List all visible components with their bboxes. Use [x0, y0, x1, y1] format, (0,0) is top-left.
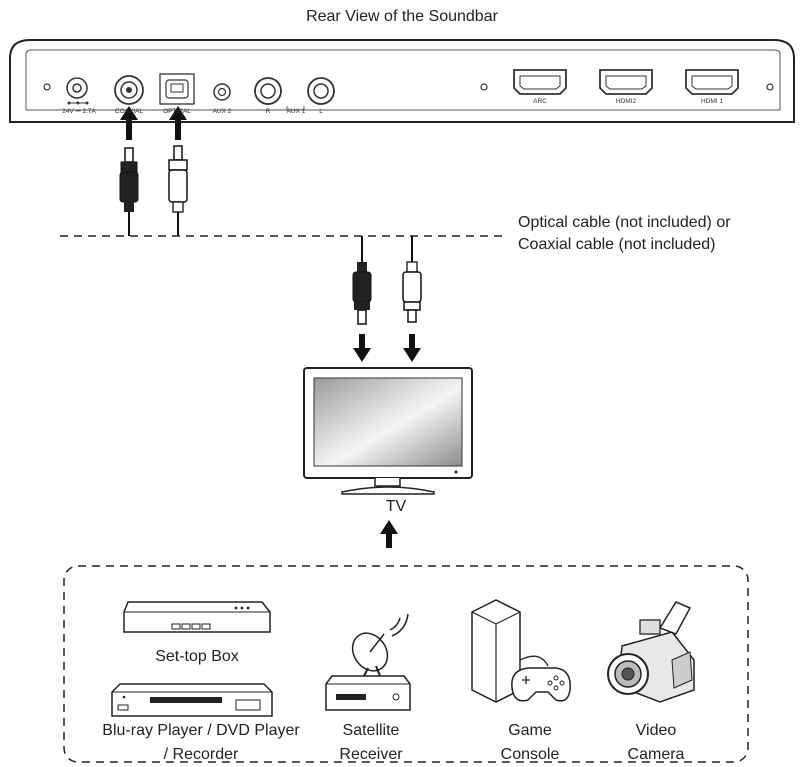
bluray-label-line2: / Recorder	[163, 746, 239, 763]
aux1-left-label: L	[319, 108, 323, 115]
power-port-label: 24V ⎓ 2.7A	[62, 108, 96, 115]
game-console-label: Game Console	[490, 719, 570, 767]
optical-port-label: OPTICAL	[163, 108, 191, 115]
optical-plug-icon	[402, 261, 422, 323]
satellite-label-line2: Receiver	[339, 746, 403, 763]
tv-icon	[303, 367, 473, 495]
game-console-icon	[471, 599, 571, 703]
source-devices-box	[63, 565, 749, 763]
aux1-right-port-icon[interactable]	[254, 77, 282, 105]
hdmi2-port-icon[interactable]	[599, 69, 653, 95]
arrow-up-icon	[380, 520, 398, 548]
bluray-player-icon	[111, 683, 273, 717]
power-jack-icon	[66, 77, 89, 105]
cable-label-line1: Optical cable (not included) or	[518, 214, 731, 231]
aux1-right-label: R	[265, 108, 271, 115]
diagram-title: Rear View of the Soundbar	[306, 8, 498, 25]
screw-icon	[480, 83, 488, 91]
satellite-receiver-label: Satellite Receiver	[326, 719, 416, 767]
bluray-label: Blu-ray Player / DVD Player / Recorder	[70, 719, 332, 767]
hdmi-arc-label: ARC	[533, 98, 547, 105]
hdmi-arc-port-icon[interactable]	[513, 69, 567, 95]
coaxial-plug-icon	[119, 147, 139, 236]
arrow-up-icon	[120, 106, 138, 140]
arrow-down-icon	[353, 334, 371, 362]
bluray-label-line1: Blu-ray Player / DVD Player	[102, 722, 300, 739]
hdmi1-port-icon[interactable]	[685, 69, 739, 95]
camera-label-line2: Camera	[627, 746, 685, 763]
satellite-receiver-icon	[325, 613, 411, 711]
cable-label-line2: Coaxial cable (not included)	[518, 236, 716, 253]
aux2-port-label: AUX 2	[212, 108, 232, 115]
screw-icon	[43, 83, 51, 91]
hdmi1-label: HDMI 1	[700, 98, 724, 105]
game-label-line2: Console	[500, 746, 560, 763]
set-top-box-label: Set-top Box	[155, 648, 239, 665]
coaxial-plug-icon	[352, 262, 372, 325]
arrow-down-icon	[403, 334, 421, 362]
aux1-left-port-icon[interactable]	[307, 77, 335, 105]
coaxial-port-icon[interactable]	[114, 75, 144, 105]
hdmi2-label: HDMI2	[615, 98, 637, 105]
aux1-label: AUX 1	[286, 108, 306, 115]
tv-label: TV	[385, 498, 407, 515]
cable-label: Optical cable (not included) or Coaxial …	[518, 212, 731, 256]
aux2-port-icon[interactable]	[213, 83, 231, 101]
game-label-line1: Game	[508, 722, 552, 739]
coaxial-port-label: COAXIAL	[114, 108, 144, 115]
optical-plug-icon	[168, 145, 188, 236]
screw-icon	[766, 83, 774, 91]
arrow-up-icon	[169, 106, 187, 140]
camera-label-line1: Video	[635, 722, 677, 739]
video-camera-label: Video Camera	[616, 719, 696, 767]
set-top-box-icon	[123, 601, 271, 633]
optical-port-icon[interactable]	[159, 73, 195, 105]
satellite-label-line1: Satellite	[342, 722, 400, 739]
video-camera-icon	[607, 601, 695, 703]
